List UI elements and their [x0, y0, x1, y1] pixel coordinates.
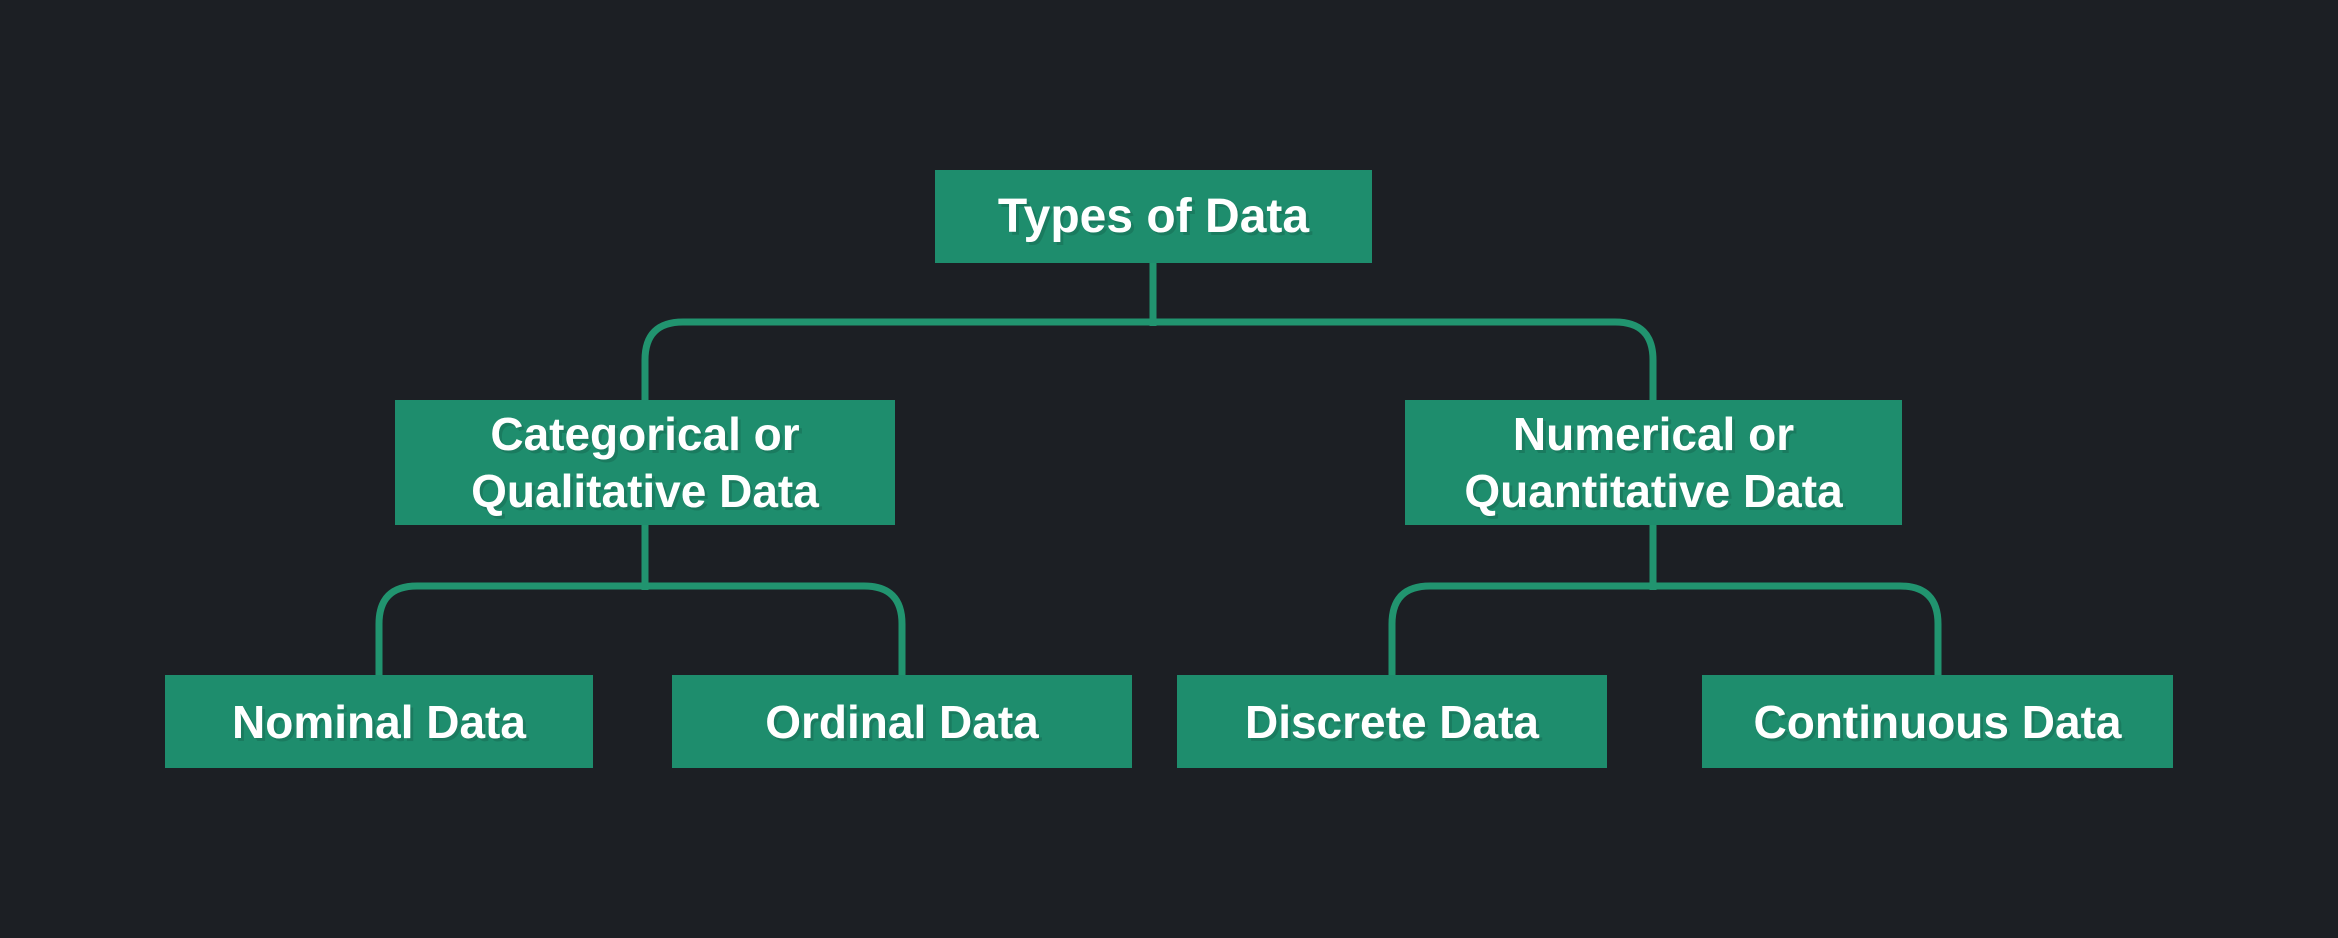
node-numerical-quantitative-data: Numerical or Quantitative Data [1405, 400, 1902, 525]
connector-numerical-to-leaves [1388, 522, 1942, 676]
node-types-of-data: Types of Data [935, 170, 1372, 263]
connector-root-to-level2 [641, 263, 1657, 401]
node-discrete-data: Discrete Data [1177, 675, 1607, 768]
node-categorical-qualitative-data: Categorical or Qualitative Data [395, 400, 895, 525]
node-nominal-data: Nominal Data [165, 675, 593, 768]
node-continuous-data: Continuous Data [1702, 675, 2173, 768]
connector-categorical-to-leaves [375, 524, 906, 676]
node-ordinal-data: Ordinal Data [672, 675, 1132, 768]
